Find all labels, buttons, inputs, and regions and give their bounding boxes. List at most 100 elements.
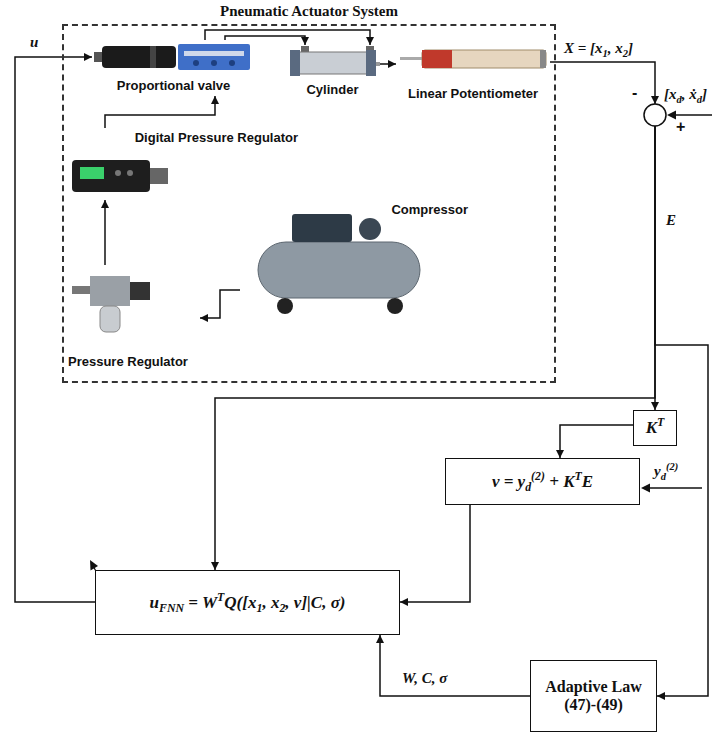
subscript: 1	[256, 601, 262, 615]
arrow-head	[556, 450, 564, 458]
connector-line	[215, 126, 655, 570]
connector	[200, 290, 240, 322]
valve-plug	[94, 52, 102, 62]
component-label: Proportional valve	[117, 78, 230, 94]
potentiometer-cap	[540, 50, 546, 68]
component: Cylinder	[285, 45, 380, 100]
subscript: 2	[279, 601, 285, 615]
connector	[211, 126, 655, 570]
valve-port	[211, 60, 217, 66]
arrow-head	[400, 598, 408, 606]
signal-label: W, C, σ	[400, 670, 449, 687]
superscript: (2)	[531, 469, 545, 483]
component: Linear Potentiometer	[396, 45, 550, 104]
arrow-head	[651, 96, 659, 104]
connector	[550, 62, 659, 104]
connector-line	[225, 36, 305, 45]
arrow-head	[388, 60, 396, 68]
system-title: Pneumatic Actuator System	[64, 3, 554, 20]
component-label: Linear Potentiometer	[408, 86, 538, 102]
cylinder-barrel	[294, 52, 372, 74]
valve-solenoid	[102, 46, 176, 68]
subscript: 2	[623, 48, 628, 59]
sign-label: -	[632, 85, 637, 101]
signal-label: X = [x1, x2]	[562, 40, 635, 57]
digital-pressure-regulator-picture	[72, 160, 168, 192]
connector-line	[104, 200, 106, 265]
process-box: Adaptive Law (47)-(49)	[530, 660, 657, 732]
proportional-valve-picture	[94, 44, 250, 70]
arrow-head	[200, 314, 208, 322]
formula: KT	[646, 418, 665, 438]
potentiometer-rod	[400, 57, 422, 60]
arrow-head	[376, 635, 384, 643]
arrow-head	[90, 560, 98, 571]
compressor-wheel	[387, 298, 403, 314]
arrow-head	[366, 37, 374, 45]
component: Compressor	[240, 200, 470, 320]
arrow-head	[211, 562, 219, 570]
subscript: d	[661, 471, 666, 482]
box-label: Adaptive Law (47)-(49)	[538, 678, 649, 715]
component: Digital Pressure Regulator	[66, 128, 300, 200]
superscript: T	[657, 415, 664, 429]
component-label: Pressure Regulator	[68, 354, 188, 370]
cylinder-rod	[376, 62, 380, 66]
component-label: Cylinder	[306, 82, 358, 98]
valve-ring	[150, 46, 156, 68]
regulator-bowl	[100, 306, 120, 332]
potentiometer-body	[422, 50, 546, 68]
arrow-head	[211, 96, 219, 104]
valve-manifold	[178, 44, 250, 70]
connector	[380, 60, 396, 68]
compressor-motor	[292, 214, 352, 242]
valve-port	[193, 60, 199, 66]
cylinder-picture	[290, 46, 380, 76]
pressure-regulator-picture	[72, 276, 150, 332]
connector	[15, 53, 95, 602]
signal-label: u	[28, 34, 40, 51]
regulator-body	[72, 160, 150, 192]
connector	[556, 425, 633, 458]
connector-line	[400, 505, 470, 602]
signal-label: E	[664, 212, 678, 229]
regulator-button	[127, 170, 133, 176]
component: Pressure Regulator	[66, 265, 200, 372]
connector	[376, 635, 530, 696]
connector-line	[105, 96, 215, 128]
reference-input-arrow	[667, 111, 712, 120]
junction-circle	[644, 104, 666, 126]
arrow-head	[84, 53, 92, 61]
connector-line	[560, 425, 633, 458]
input-line	[674, 114, 712, 116]
acceleration-input-arrow	[641, 484, 702, 493]
connector-line	[205, 30, 370, 45]
connector-line	[380, 635, 530, 696]
connector-line	[550, 62, 655, 104]
arrow-head	[667, 111, 676, 120]
valve-manifold-stripe	[184, 51, 244, 56]
arrow-head	[641, 484, 650, 493]
compressor-pulley	[359, 218, 381, 240]
cylinder-cap	[290, 50, 300, 76]
sign-label: +	[676, 119, 685, 135]
potentiometer-band	[422, 50, 452, 68]
linear-potentiometer-picture	[400, 50, 546, 68]
cylinder-cap	[366, 50, 376, 76]
arrow-head	[657, 692, 665, 700]
cylinder-port	[301, 46, 309, 52]
connector	[101, 200, 109, 265]
process-box: v = yd(2) + KTE	[445, 458, 640, 505]
regulator-housing	[90, 276, 130, 306]
system-boundary: Pneumatic Actuator SystemProportional va…	[62, 24, 556, 383]
component: Proportional valve	[92, 40, 255, 96]
gain-box: KT	[633, 410, 677, 446]
subscript: 1	[603, 48, 608, 59]
regulator-display	[80, 167, 104, 179]
arrow-head	[101, 200, 109, 208]
subscript: d	[525, 480, 531, 494]
regulator-inlet	[72, 286, 90, 294]
compressor-tank	[258, 242, 420, 298]
superscript: T	[217, 590, 224, 604]
subscript: d	[697, 94, 702, 105]
